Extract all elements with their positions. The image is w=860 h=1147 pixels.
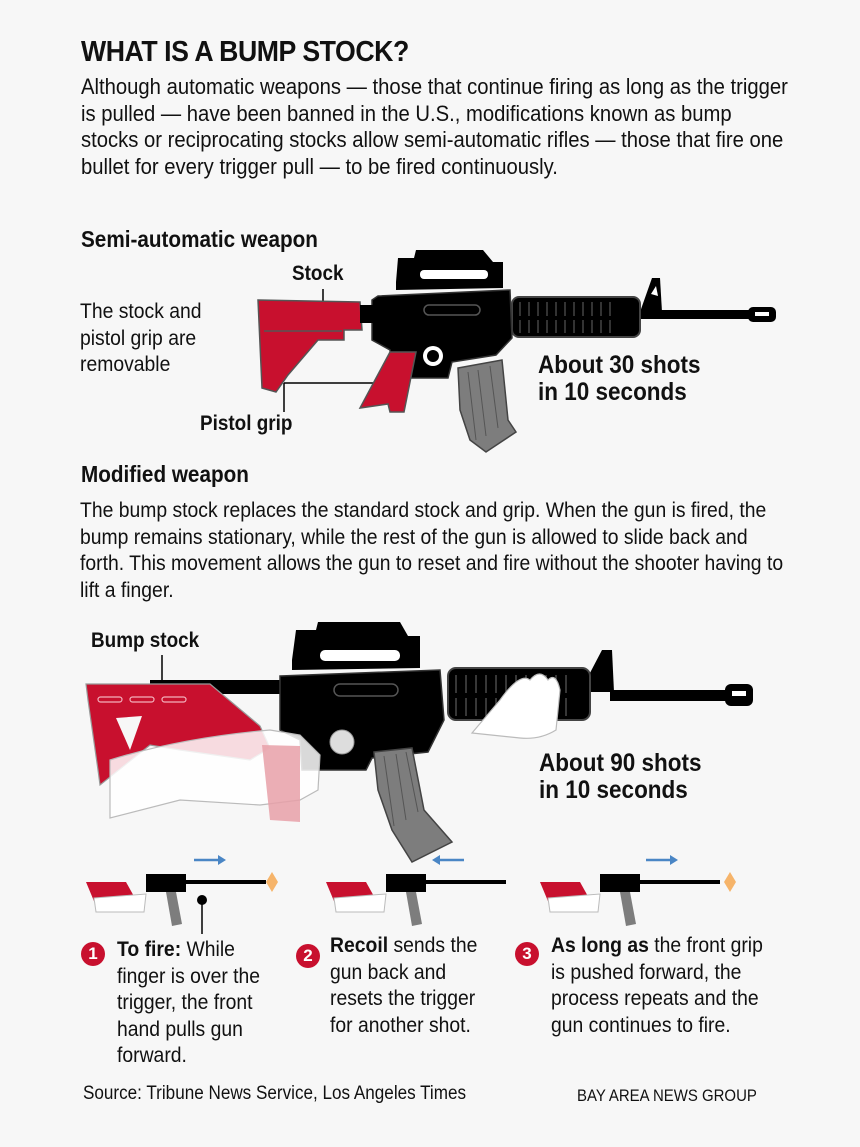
bump-stock-label: Bump stock [91, 629, 200, 652]
stock-label: Stock [292, 262, 344, 285]
step-1-illustration [86, 855, 278, 934]
modified-rate-line1: About 90 shots [539, 749, 702, 777]
step-1-number-badge: 1 [81, 942, 105, 966]
semi-auto-rate: About 30 shots in 10 seconds [538, 352, 701, 406]
modified-rate-line2: in 10 seconds [539, 776, 688, 804]
semi-auto-heading: Semi-automatic weapon [81, 226, 318, 252]
page-title: WHAT IS A BUMP STOCK? [81, 36, 409, 68]
step-3-illustration [540, 855, 736, 926]
step-3-text: As long as the front grip is pushed forw… [551, 932, 776, 1038]
removable-note: The stock and pistol grip are removable [80, 299, 202, 376]
source-text: Source: Tribune News Service, Los Angele… [83, 1083, 467, 1104]
step-3-bold: As long as [551, 933, 649, 957]
step-2-bold: Recoil [330, 933, 389, 957]
modified-description: The bump stock replaces the standard sto… [80, 498, 784, 602]
step-2-text: Recoil sends the gun back and resets the… [330, 932, 492, 1038]
credit-text: BAY AREA NEWS GROUP [577, 1086, 757, 1105]
step-1-body: While finger is over the trigger, the fr… [117, 937, 261, 1067]
step-1-bold: To fire: [117, 937, 182, 961]
step-2-number-badge: 2 [296, 944, 320, 968]
step-3-body: the front grip is pushed forward, the pr… [551, 933, 763, 1037]
bump-stock-rifle-illustration [85, 622, 753, 863]
steps-illustrations [86, 850, 786, 934]
step-1-text: To fire: While finger is over the trigge… [117, 936, 288, 1069]
semi-auto-rate-line2: in 10 seconds [538, 378, 687, 406]
modified-rate: About 90 shots in 10 seconds [539, 750, 702, 804]
semi-auto-rate-line1: About 30 shots [538, 351, 701, 379]
step-2-illustration [326, 855, 506, 926]
step-2-body: sends the gun back and resets the trigge… [330, 933, 478, 1037]
semi-auto-rifle-illustration [257, 250, 776, 453]
intro-text: Although automatic weapons — those that … [81, 74, 788, 179]
modified-heading: Modified weapon [81, 461, 249, 487]
pistol-grip-label: Pistol grip [200, 412, 293, 435]
step-3-number-badge: 3 [515, 942, 539, 966]
